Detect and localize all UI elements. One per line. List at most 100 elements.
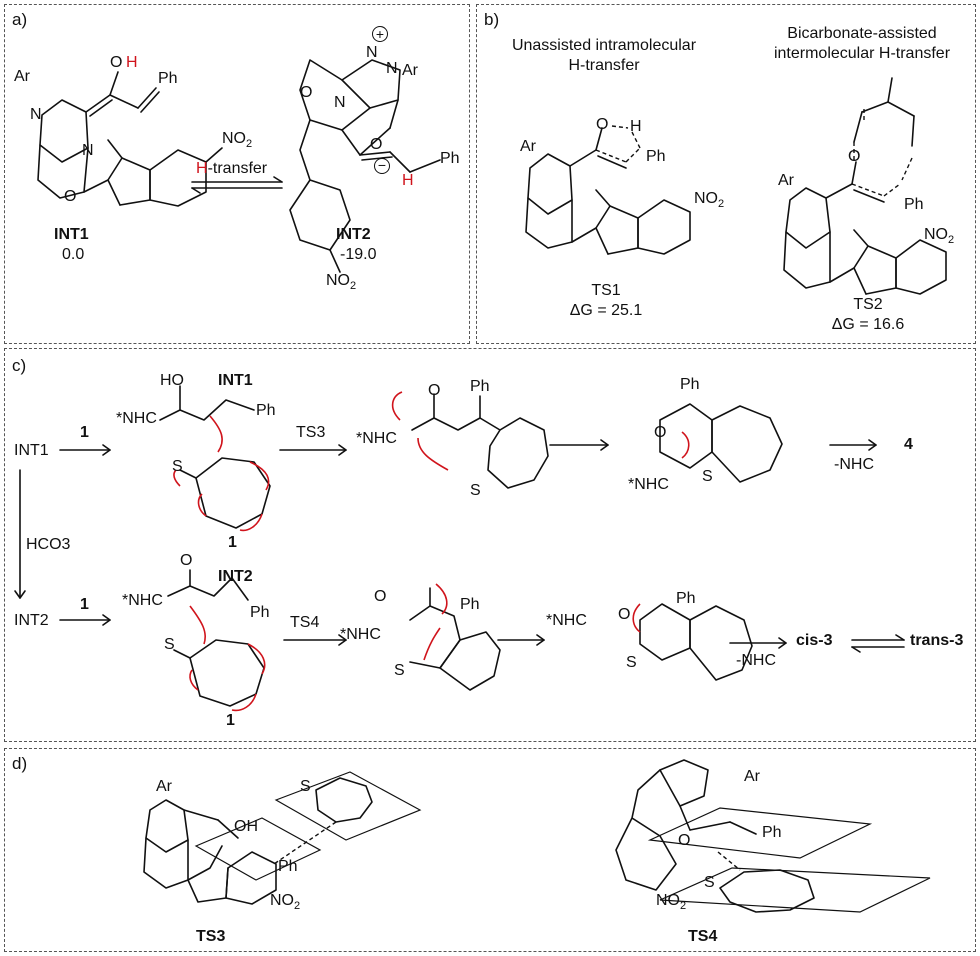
int2-energy: -19.0 — [340, 246, 377, 263]
int1-hydroxyl-h: H — [126, 54, 138, 71]
c-nhc-loss-row1: -NHC — [834, 456, 874, 473]
c-s-cyc-row1: S — [702, 468, 713, 485]
int2-ph-label: Ph — [440, 150, 460, 167]
c-int1-bold: INT1 — [218, 372, 253, 389]
c-nhc-cyc-row1: *NHC — [628, 476, 669, 493]
d-ts4-o: O — [678, 832, 691, 849]
panel-d — [4, 748, 976, 952]
int2-o-ring: O — [300, 84, 313, 101]
c-reagent-1-row2: 1 — [80, 596, 89, 613]
d-ts4-s: S — [704, 874, 715, 891]
int1-ph-label: Ph — [158, 70, 178, 87]
c-o-cyc-row1: O — [654, 424, 667, 441]
c-ph-cyc-row1: Ph — [680, 376, 700, 393]
panel-a-label: a) — [12, 10, 28, 29]
h-transfer-rest: -transfer — [207, 160, 268, 177]
int2-h-label: H — [402, 172, 414, 189]
ts1-o-label: O — [596, 116, 609, 133]
int2-name: INT2 — [336, 226, 371, 243]
c-o-int-row2: O — [374, 588, 387, 605]
c-reagent-1-row1: 1 — [80, 424, 89, 441]
d-ts4-ar: Ar — [744, 768, 760, 785]
c-s-cyc-row2: S — [626, 654, 637, 671]
c-s-int-row1: S — [470, 482, 481, 499]
int2-plus-sign: + — [375, 26, 385, 42]
c-int2-bold: INT2 — [218, 568, 253, 585]
c-o-cyc-row2: O — [618, 606, 631, 623]
ts1-name: TS1 — [591, 282, 621, 299]
ts1-h-label: H — [630, 118, 642, 135]
ts2-ph-label: Ph — [904, 196, 924, 213]
d-ts3-oh: OH — [234, 818, 258, 835]
c-hco3-label: HCO3 — [26, 536, 70, 554]
c-nhc-loss-row2: -NHC — [736, 652, 776, 669]
c-s-int-row2: S — [394, 662, 405, 679]
ts1-title: Unassisted intramolecular H-transfer — [511, 37, 697, 74]
d-ts4-no2: NO2 — [656, 892, 687, 913]
c-ph-cyc-row2: Ph — [676, 590, 696, 607]
int2-n-label-b: N — [386, 60, 398, 77]
c-product-4: 4 — [904, 436, 913, 453]
int1-energy: 0.0 — [62, 246, 85, 263]
panel-c — [4, 348, 976, 742]
panel-b — [476, 4, 976, 344]
c-hco3-text: HCO3 — [26, 536, 71, 553]
int2-o-anion: O — [370, 136, 383, 153]
h-transfer-h: H — [196, 160, 208, 177]
int2-n-label-a: N — [366, 44, 378, 61]
ts1-ph-label: Ph — [646, 148, 666, 165]
d-ts3-no2: NO2 — [270, 892, 301, 913]
int1-ar-label: Ar — [14, 68, 30, 85]
ts1-no2-label: NO2 — [694, 190, 725, 211]
int1-hydroxyl-o: O — [110, 54, 123, 71]
c-int1-start: INT1 — [14, 442, 49, 459]
int2-no2-label: NO2 — [326, 272, 357, 293]
c-cis3: cis-3 — [796, 632, 833, 649]
int1-no2-label: NO2 — [222, 130, 253, 151]
int1-name: INT1 — [54, 226, 89, 243]
c-reagent-label-row1: 1 — [228, 534, 237, 551]
panel-b-label: b) — [484, 10, 500, 29]
c-ph-int-row2: Ph — [460, 596, 480, 613]
d-ts3-name: TS3 — [196, 928, 226, 945]
panel-a — [4, 4, 470, 344]
d-ts4-name: TS4 — [688, 928, 718, 945]
ts2-title: Bicarbonate-assisted intermolecular H-tr… — [773, 25, 951, 62]
ts1-ar-label: Ar — [520, 138, 536, 155]
d-ts3-ph: Ph — [278, 858, 298, 875]
c-trans3: trans-3 — [910, 632, 964, 649]
c-ph-row1: Ph — [256, 402, 276, 419]
c-o-int-row1: O — [428, 382, 441, 399]
int2-minus-sign: − — [377, 157, 387, 173]
c-ts4-label: TS4 — [290, 614, 320, 631]
panel-d-label: d) — [12, 754, 28, 773]
c-int2-start: INT2 — [14, 612, 49, 629]
c-nhc-row1: *NHC — [116, 410, 157, 427]
c-ph-row2: Ph — [250, 604, 270, 621]
ts2-o-label: O — [848, 148, 861, 165]
int2-minus: − — [374, 158, 390, 174]
c-reagent-label-row2: 1 — [226, 712, 235, 729]
c-ts3-label: TS3 — [296, 424, 326, 441]
c-nhc-row2: *NHC — [122, 592, 163, 609]
ts2-ar-label: Ar — [778, 172, 794, 189]
c-s-thione-row2: S — [164, 636, 175, 653]
int1-n-label: N — [30, 106, 42, 123]
int2-n-label-c: N — [334, 94, 346, 111]
d-ts4-ph: Ph — [762, 824, 782, 841]
ts1-energy: ΔG = 25.1 — [569, 302, 643, 319]
c-nhc-int-row2: *NHC — [340, 626, 381, 643]
c-ph-int-row1: Ph — [470, 378, 490, 395]
int1-o-ring: O — [64, 188, 77, 205]
int2-ar-label: Ar — [402, 62, 418, 79]
d-ts3-ar: Ar — [156, 778, 172, 795]
c-o-row2: O — [180, 552, 193, 569]
c-ho-label: HO — [160, 372, 184, 389]
d-ts3-s: S — [300, 778, 311, 795]
h-transfer-label: H-transfer — [196, 160, 267, 178]
c-nhc-int-row1: *NHC — [356, 430, 397, 447]
